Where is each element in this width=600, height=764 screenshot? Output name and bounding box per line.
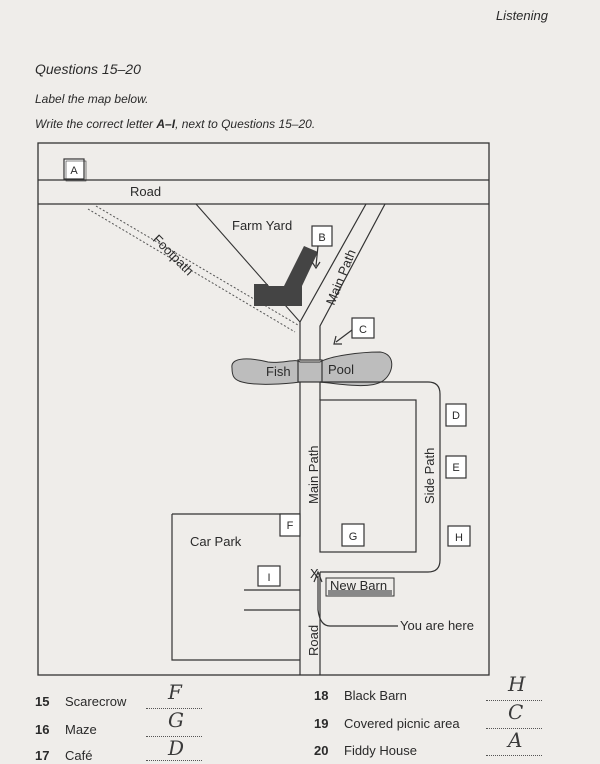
questions-title: Questions 15–20 <box>35 61 141 77</box>
footpath-line <box>87 208 296 333</box>
instruction-post: , next to Questions 15–20. <box>175 117 316 131</box>
footpath-label: Footpath <box>150 232 197 279</box>
instruction-letters: A–I <box>156 117 176 131</box>
side-path-label: Side Path <box>422 448 437 504</box>
fish-label: Fish <box>266 364 291 379</box>
box-i-letter: I <box>267 572 270 584</box>
box-a-letter: A <box>70 165 78 177</box>
answer-line-17[interactable] <box>146 760 202 761</box>
road-bottom-label: Road <box>306 625 321 656</box>
answer-num: 16 <box>35 722 50 737</box>
handwritten-18: H <box>508 672 526 696</box>
b-pointer <box>315 245 319 267</box>
answer-line-15[interactable] <box>146 708 202 709</box>
answer-label: Café <box>65 748 93 763</box>
box-g: G <box>341 523 365 547</box>
black-barn-shape <box>254 246 318 306</box>
answer-row-15: 15 Scarecrow <box>35 694 126 709</box>
answer-row-18: 18 Black Barn <box>314 688 407 703</box>
box-d-letter: D <box>452 410 460 422</box>
box-g-letter: G <box>349 531 358 543</box>
answer-label: Black Barn <box>344 688 407 703</box>
answer-label: Fiddy House <box>344 743 417 758</box>
answer-row-16: 16 Maze <box>35 722 97 737</box>
handwritten-17: D <box>168 736 185 760</box>
box-e: E <box>445 455 467 479</box>
footpath-line-2 <box>95 205 299 326</box>
new-barn-shade <box>328 590 392 596</box>
x-marker: X <box>310 566 319 581</box>
answer-label: Maze <box>65 722 97 737</box>
box-d: D <box>445 403 467 427</box>
answer-row-20: 20 Fiddy House <box>314 743 417 758</box>
box-b-letter: B <box>318 232 325 244</box>
answer-line-19[interactable] <box>486 728 542 729</box>
answer-row-19: 19 Covered picnic area <box>314 716 460 731</box>
answer-line-20[interactable] <box>486 755 542 756</box>
questions-subtitle: Label the map below. <box>35 92 149 106</box>
answer-label: Scarecrow <box>65 694 127 709</box>
handwritten-19: C <box>508 700 524 724</box>
box-h: H <box>447 525 471 547</box>
arrow-head <box>313 570 323 583</box>
answer-label: Covered picnic area <box>344 716 460 731</box>
answer-num: 17 <box>35 748 50 763</box>
section-header: Listening <box>495 8 548 23</box>
pool-label: Pool <box>328 362 354 377</box>
answer-num: 18 <box>314 688 329 703</box>
c-pointer-head <box>333 335 342 345</box>
answer-row-17: 17 Café <box>35 748 92 763</box>
box-c: C <box>351 317 375 339</box>
box-f-letter: F <box>287 520 294 532</box>
handwritten-16: G <box>168 708 184 732</box>
box-f: F <box>279 513 301 537</box>
car-park-label: Car Park <box>190 534 242 549</box>
main-path-upper-left <box>299 203 367 360</box>
answer-num: 15 <box>35 694 50 709</box>
side-path-inner <box>319 399 417 553</box>
bridge <box>297 359 323 383</box>
side-path-outer <box>320 381 441 573</box>
instruction-pre: Write the correct letter <box>35 117 157 131</box>
main-path-upper-label: Main Path <box>323 247 359 307</box>
you-are-here-arrow <box>317 576 398 627</box>
farm-yard-label: Farm Yard <box>232 218 292 233</box>
main-path-upper-right <box>319 203 386 360</box>
answer-num: 20 <box>314 743 329 758</box>
map-border <box>37 142 490 676</box>
road-top-label: Road <box>130 184 161 199</box>
b-pointer-head <box>311 261 321 270</box>
c-pointer <box>335 329 353 343</box>
main-path-lower-label: Main Path <box>306 445 321 504</box>
answer-line-16[interactable] <box>146 736 202 737</box>
box-b: B <box>311 225 333 247</box>
box-c-letter: C <box>359 324 367 336</box>
handwritten-15: F <box>168 680 182 704</box>
answer-line-18[interactable] <box>486 700 542 701</box>
new-barn-label: New Barn <box>330 578 387 593</box>
box-e-letter: E <box>452 462 459 474</box>
box-h-letter: H <box>455 532 463 544</box>
you-are-here-label: You are here <box>400 618 474 633</box>
fish-pool <box>231 351 393 387</box>
questions-instruction: Write the correct letter A–I, next to Qu… <box>35 117 315 131</box>
box-a: A <box>63 158 87 182</box>
carpark-outline <box>171 514 300 661</box>
handwritten-20: A <box>508 728 523 752</box>
box-i: I <box>257 565 281 587</box>
answer-num: 19 <box>314 716 329 731</box>
